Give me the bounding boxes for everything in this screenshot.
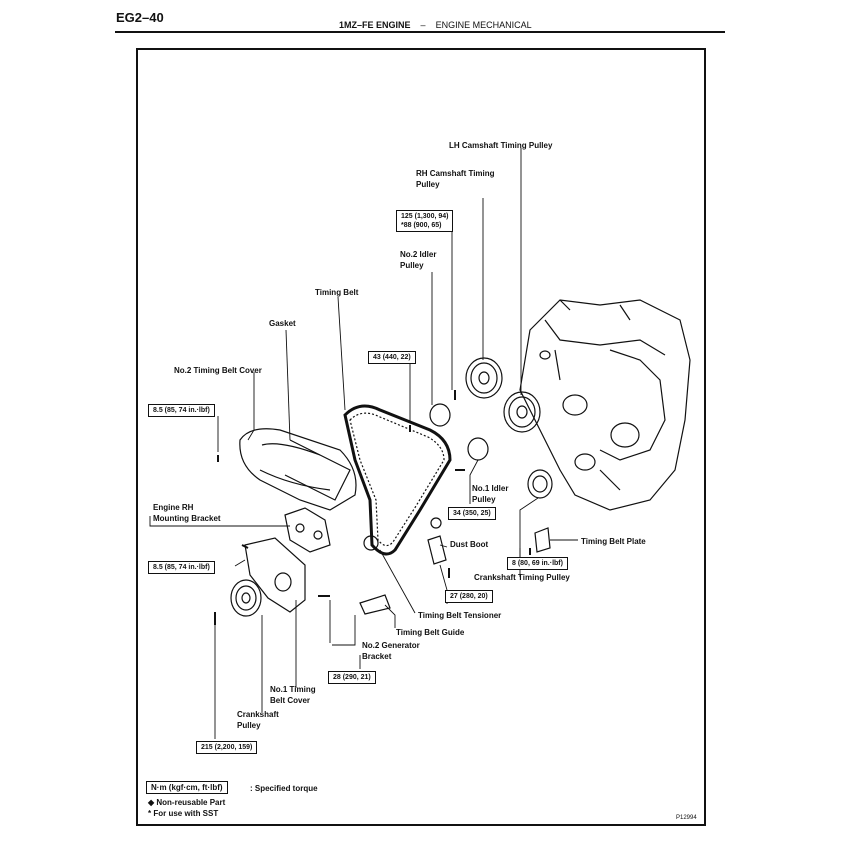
rh-camshaft-pulley-graphic [503,391,541,433]
label-no1-idler-pulley-2: Pulley [472,495,496,504]
legend-unit-description: : Specified torque [250,784,318,793]
figure-frame [136,48,706,826]
torque-no2-idler: 43 (440, 22) [368,351,416,364]
label-rh-camshaft-timing-pulley-1: RH Camshaft Timing [416,169,495,178]
no2-timing-belt-cover-graphic [239,428,357,511]
torque-tensioner: 27 (280, 20) [445,590,493,603]
page-code: EG2–40 [116,10,164,25]
legend-sst: * For use with SST [148,809,219,818]
label-engine-rh-mounting-bracket-2: Mounting Bracket [153,514,221,523]
no2-idler-pulley-graphic [429,403,451,427]
no1-timing-belt-cover-graphic [244,537,306,613]
label-no2-generator-bracket-2: Bracket [362,652,392,661]
label-timing-belt: Timing Belt [315,288,359,297]
gasket-graphic [284,439,351,501]
engine-block [519,299,691,511]
torque-plate: 8 (80, 69 in.·lbf) [507,557,568,570]
label-engine-rh-mounting-bracket-1: Engine RH [153,503,194,512]
generator-bracket-graphic [359,594,391,615]
timing-belt-guide-graphic [363,535,379,551]
label-no2-generator-bracket-1: No.2 Generator [362,641,420,650]
torque-bracket: 8.5 (85, 74 in.·lbf) [148,561,215,574]
label-no1-timing-belt-cover-2: Belt Cover [270,696,311,705]
label-no1-timing-belt-cover-1: No.1 Timing [270,685,316,694]
label-timing-belt-plate: Timing Belt Plate [581,537,646,546]
label-no2-idler-pulley-2: Pulley [400,261,424,270]
torque-generator: 28 (290, 21) [328,671,376,684]
label-crankshaft-pulley-1: Crankshaft [237,710,279,719]
torque-crankshaft-pulley: 215 (2,200, 159) [196,741,258,754]
legend-nonreusable: ◆ Non-reusable Part [148,798,226,807]
tensioner-graphic [427,535,447,565]
label-no2-idler-pulley-1: No.2 Idler [400,250,437,259]
label-no1-idler-pulley-1: No.1 Idler [472,484,509,493]
page-header: 1MZ–FE ENGINE – ENGINE MECHANICAL [339,20,532,30]
torque-camshaft-sst-value: *88 (900, 65) [401,222,442,229]
label-timing-belt-guide: Timing Belt Guide [396,628,465,637]
crankshaft-timing-pulley-graphic [527,469,553,499]
label-timing-belt-tensioner: Timing Belt Tensioner [418,611,502,620]
label-lh-camshaft-timing-pulley: LH Camshaft Timing Pulley [449,141,553,150]
engine-rh-mounting-bracket-graphic [284,507,331,553]
figure-code: P12994 [676,815,697,821]
torque-camshaft-value: 125 (1,300, 94) [401,213,449,220]
legend-unit-box: N·m (kgf·cm, ft·lbf) [146,781,228,794]
torque-no2-cover: 8.5 (85, 74 in.·lbf) [148,404,215,417]
label-crankshaft-timing-pulley: Crankshaft Timing Pulley [474,573,570,582]
crankshaft-pulley-graphic [230,579,262,617]
label-gasket: Gasket [269,319,296,328]
header-rule [115,31,725,33]
lh-camshaft-pulley-graphic [465,357,503,399]
label-no2-timing-belt-cover: No.2 Timing Belt Cover [174,366,262,375]
torque-camshaft-pulley: 125 (1,300, 94) *88 (900, 65) [396,210,454,232]
header-separator: – [420,20,426,30]
timing-belt-graphic [343,404,452,556]
torque-no1-idler: 34 (350, 25) [448,507,496,520]
timing-belt-plate-graphic [534,527,551,553]
section-title: ENGINE MECHANICAL [435,20,532,30]
no1-idler-pulley-graphic [467,437,489,461]
label-crankshaft-pulley-2: Pulley [237,721,261,730]
label-rh-camshaft-timing-pulley-2: Pulley [416,180,440,189]
label-dust-boot: Dust Boot [450,540,489,549]
engine-title: 1MZ–FE ENGINE [339,20,411,30]
